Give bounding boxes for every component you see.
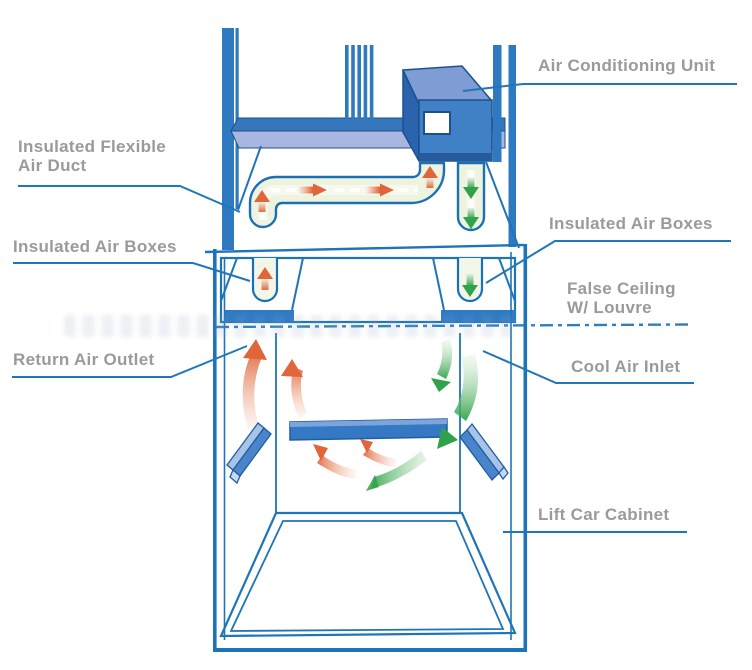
louvre-bar-right	[441, 310, 516, 323]
label-line: Insulated Flexible	[18, 137, 167, 156]
cool-air-arrows	[366, 339, 478, 491]
sling-diagonal-right	[485, 161, 520, 249]
guide-rail-right	[493, 45, 516, 247]
cool-air-supply-duct	[456, 161, 486, 232]
label-return-air-outlet: Return Air Outlet	[13, 350, 155, 369]
insulated-air-box-left	[251, 258, 279, 303]
side-louvre-slat-right	[459, 422, 509, 481]
label-air-conditioning-unit: Air Conditioning Unit	[538, 56, 716, 75]
cabinet-floor-outer	[219, 511, 517, 638]
sling-diagonal-left	[237, 145, 262, 211]
label-insulated-air-boxes-right: Insulated Air Boxes	[549, 214, 713, 233]
lift-car-cabinet-outline	[213, 244, 528, 652]
guide-rail-left	[222, 28, 239, 250]
label-insulated-flexible-air-duct: Insulated Flexible Air Duct	[18, 137, 166, 175]
leader-lines	[12, 83, 737, 533]
cool-air-arrows-in-duct	[463, 177, 479, 229]
label-line: False Ceiling	[567, 279, 676, 298]
label-insulated-air-boxes-left: Insulated Air Boxes	[13, 237, 177, 256]
hanger-slats	[345, 45, 374, 119]
flexible-air-duct	[248, 161, 446, 229]
louvre-bar-left	[225, 310, 294, 323]
side-louvre-slat-left	[226, 422, 272, 485]
label-line: Air Duct	[18, 156, 87, 175]
warm-air-arrows-in-duct	[254, 166, 438, 212]
ceiling-louvre-bar	[289, 418, 448, 441]
leader-cool-air-inlet	[482, 350, 694, 384]
label-cool-air-inlet: Cool Air Inlet	[571, 357, 681, 376]
leader-return-air-outlet	[12, 345, 248, 378]
leader-air-boxes-left	[13, 262, 251, 282]
ac-unit-vent-window	[423, 111, 451, 135]
cabinet-floor-inner	[229, 520, 505, 632]
label-line: W/ Louvre	[567, 298, 652, 317]
warm-return-air-arrows	[242, 339, 397, 479]
label-lift-car-cabinet: Lift Car Cabinet	[538, 505, 670, 524]
label-false-ceiling-w-louvre: False Ceiling W/ Louvre	[567, 279, 676, 317]
insulated-air-box-right	[456, 258, 484, 303]
air-conditioning-unit	[401, 65, 493, 162]
false-ceiling-dashline	[215, 323, 689, 329]
car-top-plenum	[204, 243, 525, 324]
leader-air-conditioning-unit	[462, 83, 737, 92]
leader-air-boxes-right	[485, 240, 731, 284]
leader-flexible-air-duct	[18, 185, 241, 213]
